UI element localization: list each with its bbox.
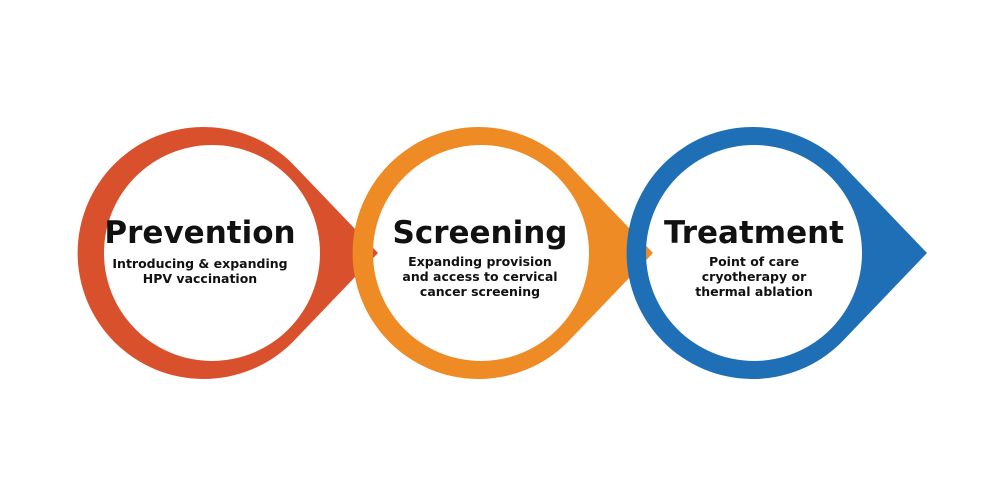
- prevention-title: Prevention: [104, 215, 295, 251]
- screening-title: Screening: [393, 215, 568, 251]
- treatment-description-line-2: cryotherapy or: [702, 269, 807, 284]
- prevention-ring: [77, 126, 379, 379]
- treatment-ring: [626, 127, 927, 380]
- screening-ring: [352, 127, 653, 380]
- screening-description-line-3: cancer screening: [420, 284, 540, 299]
- prevention-description-line-1: Introducing & expanding: [112, 256, 287, 271]
- stage-prevention: Prevention Introducing & expanding HPV v…: [77, 126, 379, 379]
- screening-description-line-2: and access to cervical: [402, 269, 557, 284]
- treatment-title: Treatment: [664, 215, 844, 251]
- screening-description-line-1: Expanding provision: [408, 254, 552, 269]
- prevention-description-line-2: HPV vaccination: [143, 271, 257, 286]
- treatment-description-line-3: thermal ablation: [695, 284, 812, 299]
- treatment-description-line-1: Point of care: [709, 254, 799, 269]
- stage-screening: Screening Expanding provision and access…: [352, 127, 653, 380]
- stage-treatment: Treatment Point of care cryotherapy or t…: [626, 127, 927, 380]
